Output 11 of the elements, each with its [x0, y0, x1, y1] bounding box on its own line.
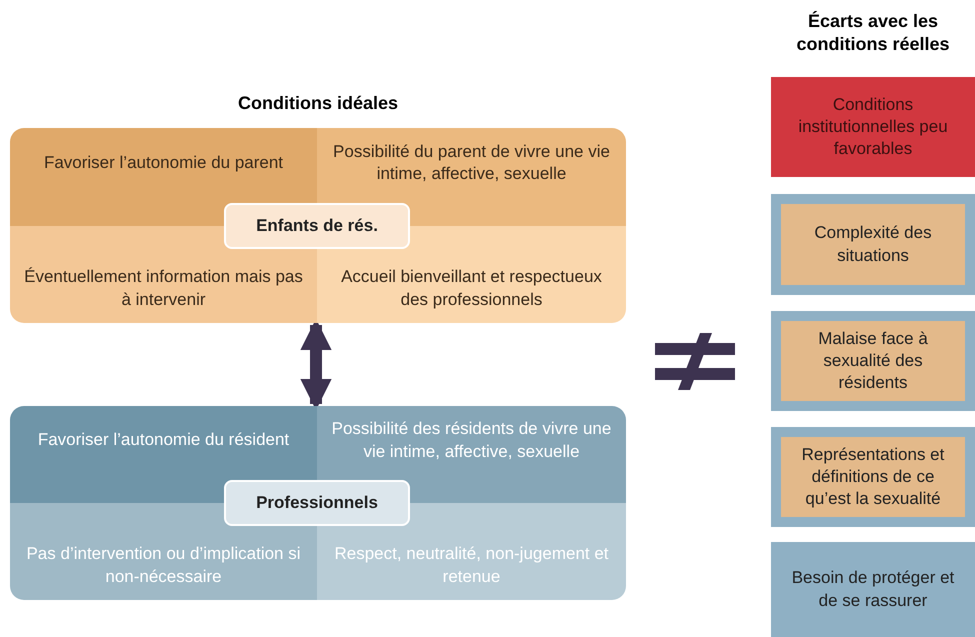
gap-box: Conditions institutionnelles peu favorables [771, 77, 975, 177]
center-label-box: Enfants de rés. [224, 203, 410, 249]
section-heading: Conditions idéales [236, 92, 400, 115]
gap-box: Besoin de protéger et de se rassurer [771, 542, 975, 637]
gap-box: Complexité des situations [771, 194, 975, 295]
quadrant-panel [10, 406, 626, 600]
quadrant-panel [10, 128, 626, 323]
gap-box: Malaise face à sexualité des résidents [771, 311, 975, 411]
center-label-box: Professionnels [224, 480, 410, 526]
section-heading: Écarts avec les conditions réelles [795, 10, 951, 56]
gap-box: Représentations et définitions de ce qu’est la sexualité [771, 427, 975, 527]
